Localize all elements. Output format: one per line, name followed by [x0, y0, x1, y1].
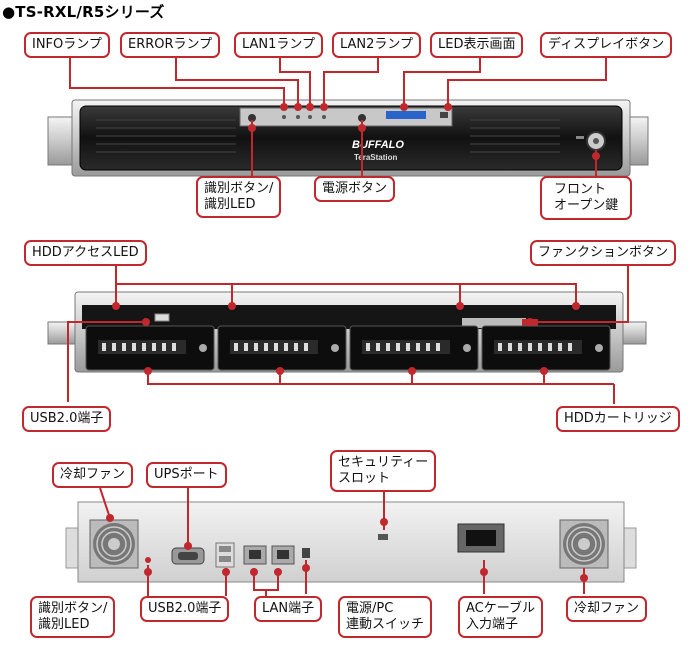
label-lan-port: LAN端子	[254, 596, 323, 622]
front-bezel	[79, 105, 623, 171]
drive-unit	[47, 291, 647, 373]
power-button[interactable]	[358, 114, 366, 122]
label-usb-front: USB2.0端子	[22, 406, 112, 432]
leader-dots	[106, 103, 600, 582]
label-identify-button-line2: 識別LED	[204, 197, 256, 212]
label-lan2-lamp: LAN2ランプ	[332, 32, 422, 58]
fan-left-art	[89, 519, 139, 569]
usb-port-front[interactable]	[154, 313, 170, 322]
label-power-switch: 電源/PC 連動スイッチ	[338, 596, 433, 638]
rear-unit	[65, 501, 637, 583]
power-switch-art[interactable]	[302, 548, 310, 558]
label-lan1-lamp: LAN1ランプ	[234, 32, 324, 58]
identify-button[interactable]	[248, 114, 256, 122]
hdd-tray-2[interactable]	[217, 325, 347, 371]
page-title: ●TS-RXL/R5シリーズ	[2, 3, 165, 21]
brand-logo: BUFFALO	[352, 139, 404, 151]
label-identify-button: 識別ボタン/ 識別LED	[196, 176, 282, 218]
label-led-display: LED表示画面	[430, 32, 524, 58]
label-security-slot-line2: スロット	[338, 471, 391, 486]
label-front-lock-line2: オープン鍵	[554, 198, 619, 213]
label-ac-inlet: ACケーブル 入力端子	[458, 596, 543, 638]
label-identify-button-line1: 識別ボタン/	[204, 181, 274, 196]
label-ups-port: UPSポート	[146, 462, 227, 488]
display-button[interactable]	[440, 112, 448, 118]
label-ac-inlet-line1: ACケーブル	[466, 601, 535, 616]
label-front-lock-line1: フロント	[554, 182, 607, 197]
label-function-button: ファンクションボタン	[530, 240, 677, 266]
hdd-tray-3[interactable]	[349, 325, 479, 371]
label-error-lamp: ERRORランプ	[120, 32, 221, 58]
label-rear-identify-line2: 識別LED	[38, 617, 90, 632]
label-power-switch-line1: 電源/PC	[346, 601, 394, 616]
hdd-tray-1[interactable]	[85, 325, 215, 371]
fan-right-art	[559, 519, 609, 569]
label-hdd-access-led: HDDアクセスLED	[24, 240, 147, 266]
rear-panel	[77, 501, 625, 583]
label-rear-identify-line1: 識別ボタン/	[38, 601, 108, 616]
security-slot-art[interactable]	[378, 534, 388, 540]
label-rear-identify: 識別ボタン/ 識別LED	[30, 596, 116, 638]
model-logo: TeraStation	[354, 153, 398, 162]
hdd-tray-4[interactable]	[481, 325, 611, 371]
label-power-button: 電源ボタン	[314, 176, 396, 202]
label-usb-rear: USB2.0端子	[140, 596, 230, 622]
label-security-slot-line1: セキュリティー	[338, 455, 429, 470]
label-fan-right: 冷却ファン	[566, 596, 648, 622]
label-fan-left: 冷却ファン	[52, 462, 134, 488]
label-power-switch-line2: 連動スイッチ	[346, 617, 425, 632]
front-unit: BUFFALO TeraStation	[47, 99, 649, 177]
rear-identify-button[interactable]	[145, 557, 151, 563]
label-hdd-cartridge: HDDカートリッジ	[556, 406, 680, 432]
label-display-button: ディスプレイボタン	[540, 32, 673, 58]
label-info-lamp: INFOランプ	[24, 32, 110, 58]
label-ac-inlet-line2: 入力端子	[466, 617, 519, 632]
led-display-window	[386, 111, 426, 119]
label-security-slot: セキュリティー スロット	[330, 450, 437, 492]
label-front-lock: フロント オープン鍵	[540, 176, 633, 220]
